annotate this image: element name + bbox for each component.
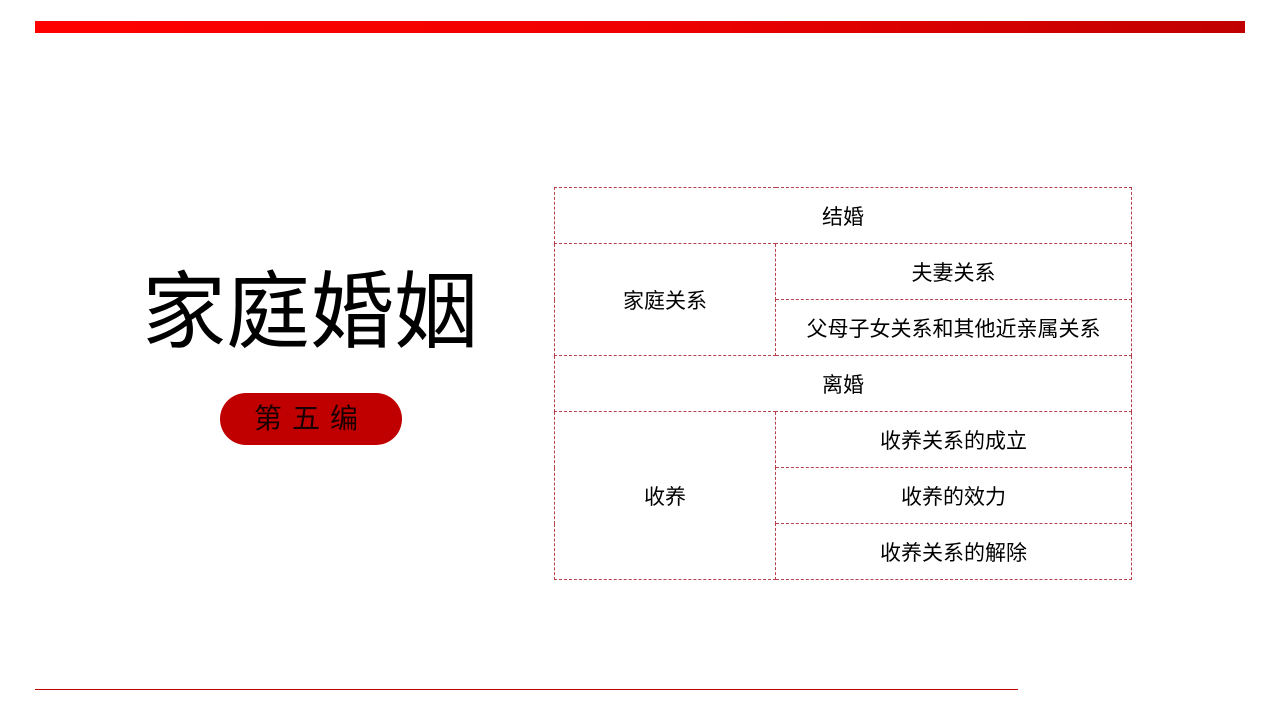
table-row: 收养关系的解除	[555, 523, 1132, 580]
outline-table: 结婚 家庭关系夫妻关系 父母子女关系和其他近亲属关系 离婚 收养收养关系的成立 …	[554, 187, 1132, 580]
cell-divorce: 离婚	[554, 355, 1132, 412]
table-row: 家庭关系夫妻关系	[554, 243, 1132, 356]
table-row: 父母子女关系和其他近亲属关系	[555, 299, 1132, 356]
cell-family-item: 父母子女关系和其他近亲属关系	[775, 299, 1132, 356]
cell-adoption: 收养	[554, 411, 776, 580]
cell-adoption-item: 收养关系的成立	[775, 411, 1132, 468]
cell-adoption-item: 收养关系的解除	[775, 523, 1132, 580]
cell-marriage: 结婚	[554, 187, 1132, 244]
cell-family-item: 夫妻关系	[775, 243, 1132, 300]
section-badge: 第五编	[220, 393, 402, 445]
table-row: 收养的效力	[555, 467, 1132, 524]
top-accent-bar	[35, 21, 1245, 33]
table-row: 离婚	[554, 355, 1132, 412]
cell-adoption-item: 收养的效力	[775, 467, 1132, 524]
table-row: 收养收养关系的成立	[554, 411, 1132, 580]
bottom-divider	[35, 689, 1018, 690]
table-row: 结婚	[554, 187, 1132, 244]
slide-title: 家庭婚姻	[141, 263, 478, 361]
cell-family: 家庭关系	[554, 243, 776, 356]
